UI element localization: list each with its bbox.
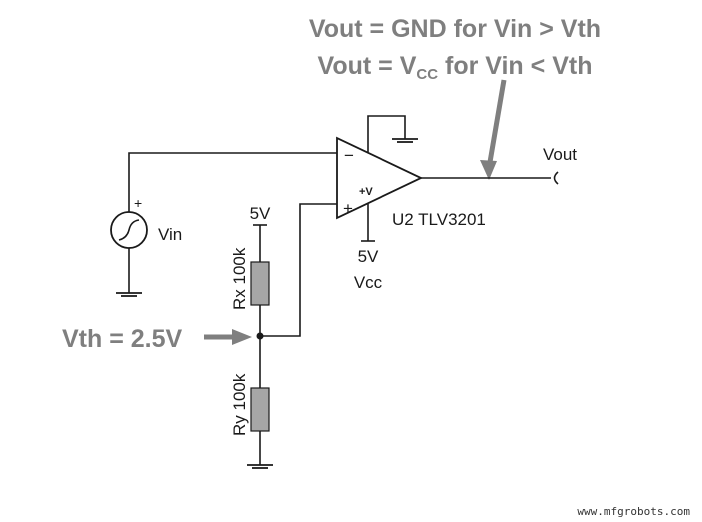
divider-junction (256, 332, 264, 340)
comparator-supply-voltage: 5V (358, 247, 379, 266)
watermark: www.mfgrobots.com (577, 505, 690, 518)
annotation-line-2-prefix: Vout = V (318, 52, 417, 80)
vout-annotation-arrowhead (480, 160, 497, 180)
annotation-line-1: Vout = GND for Vin > Vth (309, 15, 601, 43)
vout-label: Vout (543, 145, 577, 164)
ry-label: Ry 100k (230, 373, 249, 436)
noninverting-input-wire (260, 203, 337, 337)
comparator-symbol (336, 136, 424, 220)
vth-annotation: Vth = 2.5V (62, 325, 183, 353)
comparator-label: U2 TLV3201 (392, 210, 486, 229)
rx-label: Rx 100k (230, 247, 249, 310)
annotation-line-2-suffix: for Vin < Vth (438, 52, 592, 80)
vout-annotation-arrow (486, 79, 507, 169)
divider-ground-icon (247, 464, 273, 469)
vth-arrowhead (232, 329, 252, 345)
comparator-ground-icon (392, 138, 418, 143)
noninverting-pin-label: + (343, 199, 353, 218)
vin-waveform-icon (118, 219, 140, 241)
ry-resistor (250, 387, 270, 432)
vin-plus-label: + (134, 195, 142, 211)
vin-label: Vin (158, 225, 182, 244)
output-terminal-icon (553, 171, 559, 185)
rx-resistor (250, 261, 270, 306)
inverting-input-wire (128, 152, 337, 212)
vcc-label: Vcc (354, 273, 383, 292)
annotation-line-2: Vout = VCC for Vin < Vth (318, 52, 593, 83)
vin-ground-icon (116, 292, 142, 297)
annotation-line-2-subscript: CC (416, 66, 438, 83)
divider-supply-voltage: 5V (250, 204, 271, 223)
supply-pin-label: +V (359, 186, 373, 198)
comparator-ground-wire (367, 115, 406, 152)
inverting-pin-label: − (344, 146, 354, 165)
